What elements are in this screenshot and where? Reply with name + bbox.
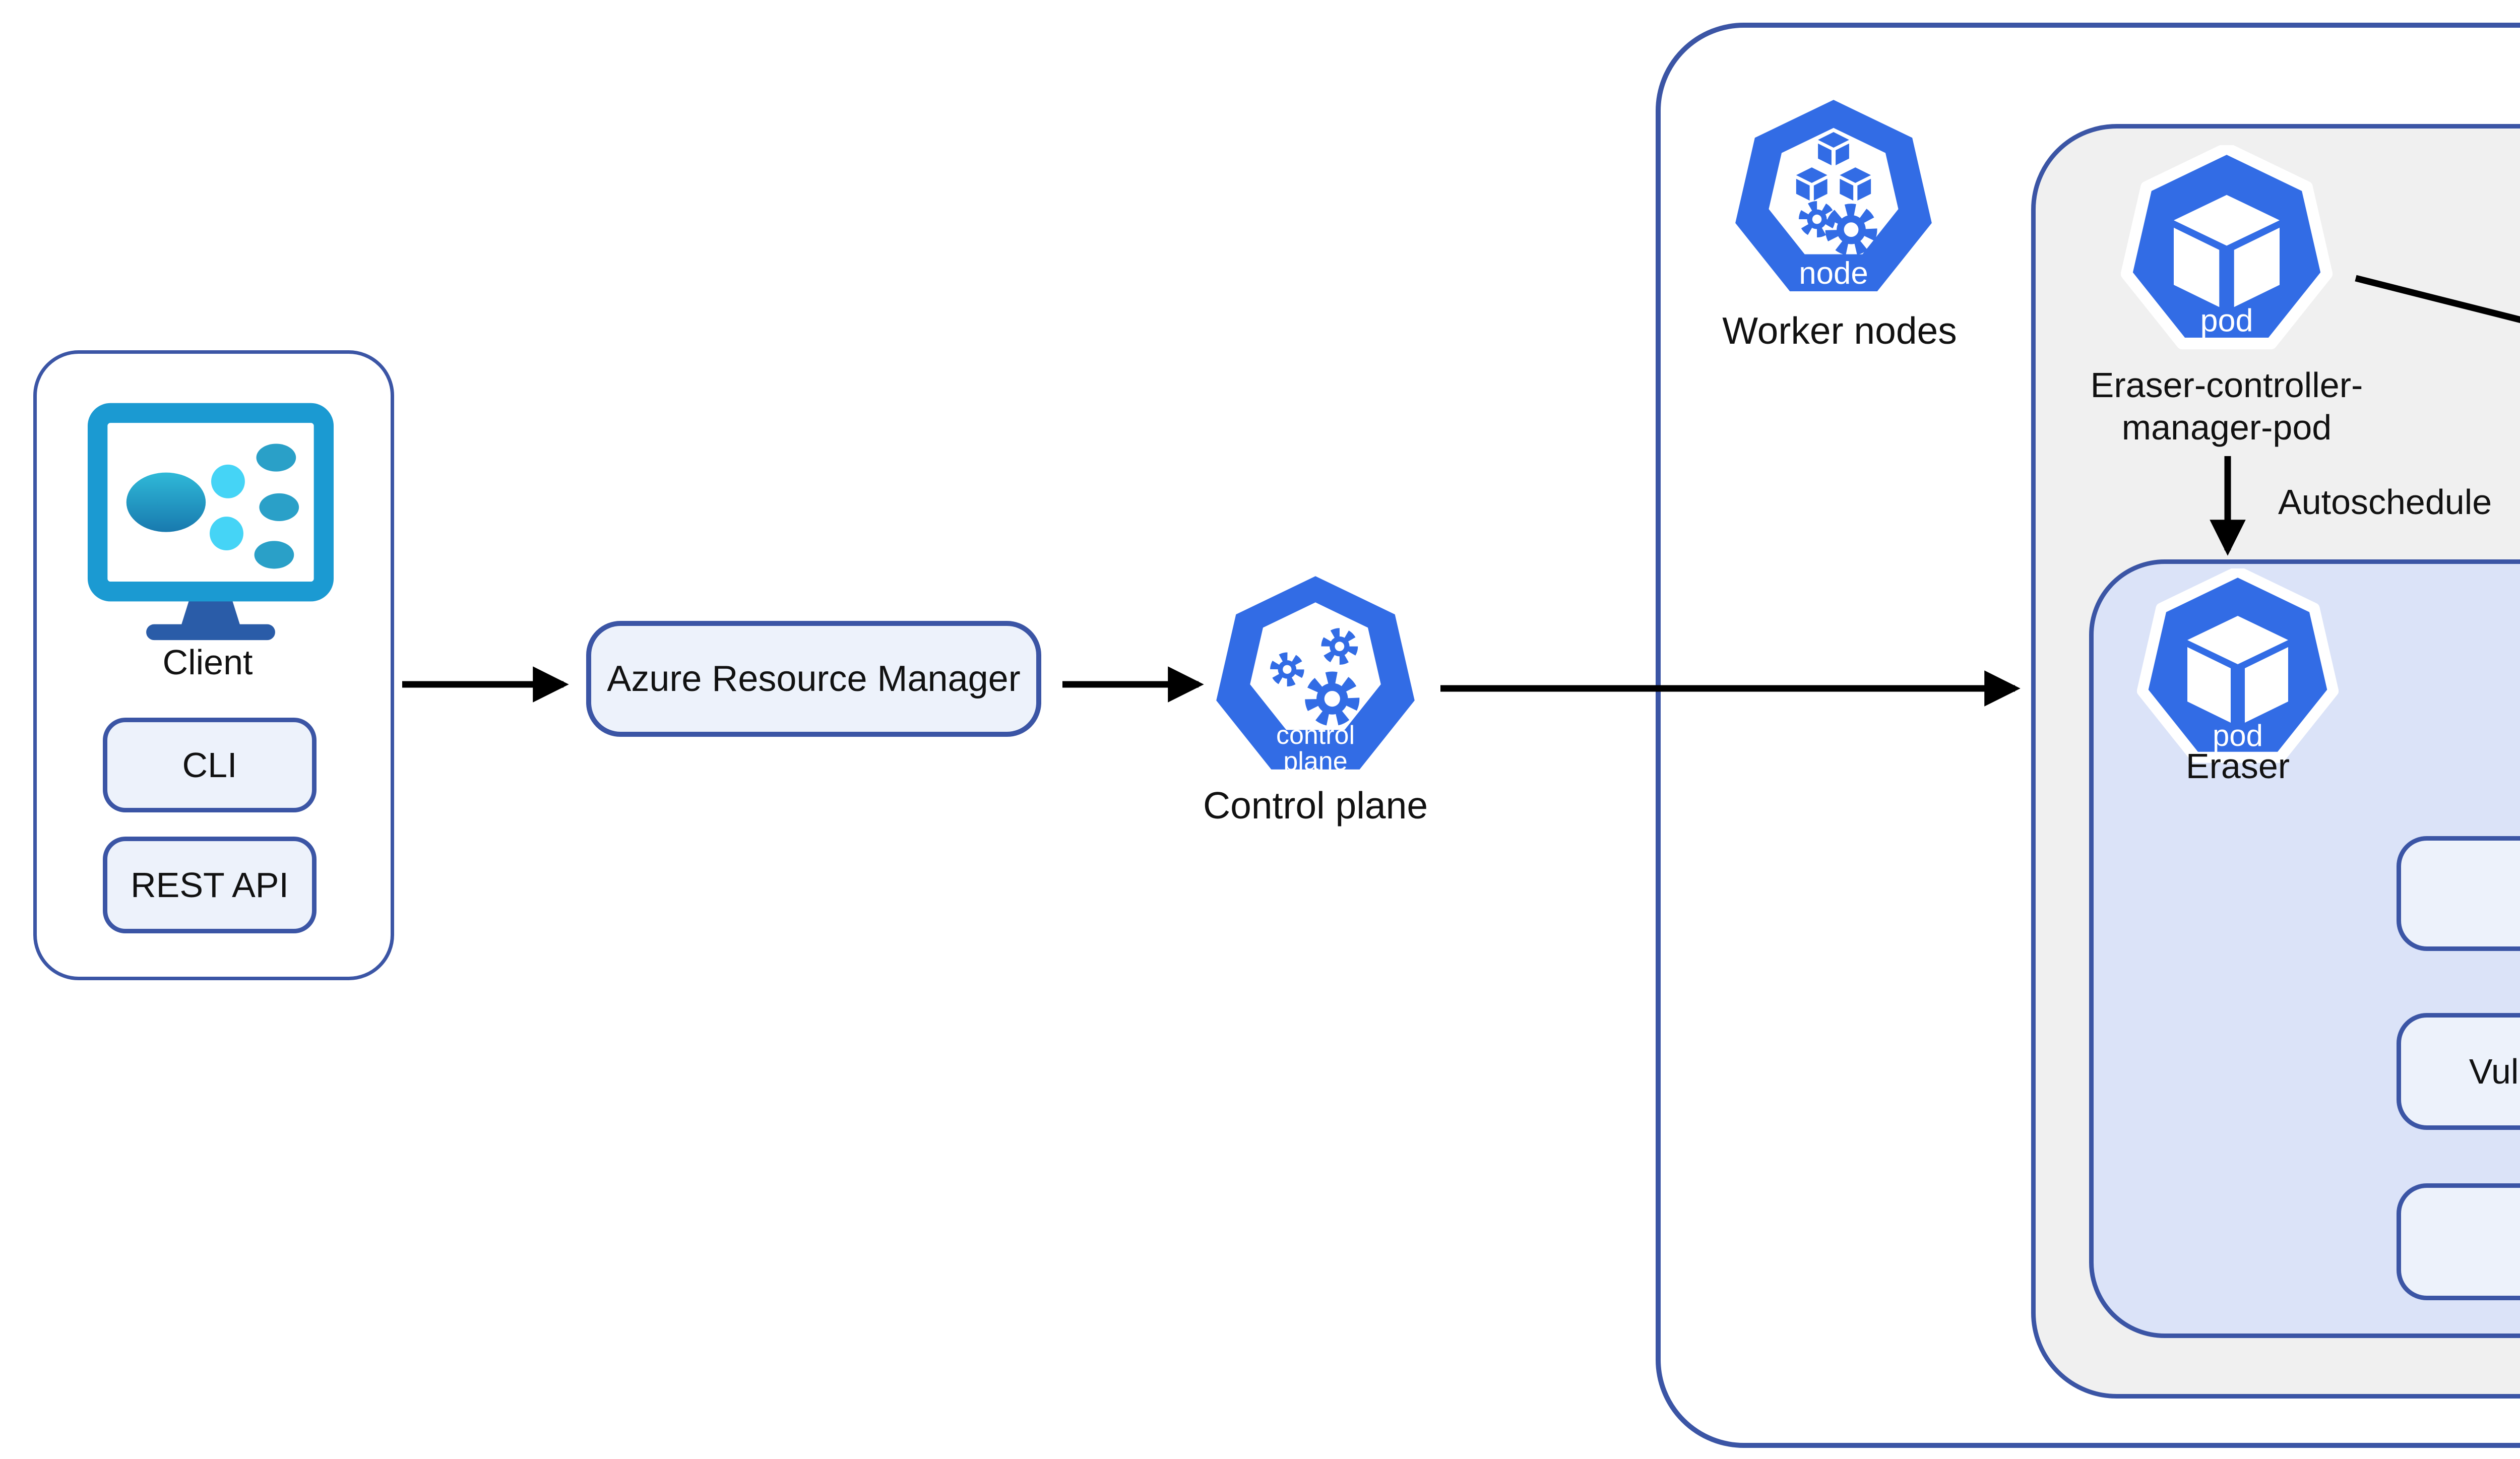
eraser-controller-label-line1: Eraser-controller- — [2090, 365, 2363, 405]
eraser-controller-manager-pod-label: Eraser-controller- manager-pod — [2050, 364, 2403, 449]
cli-button: CLI — [103, 718, 317, 812]
pod-icon-text: pod — [2213, 719, 2263, 752]
pod-cube-icon — [2174, 195, 2280, 307]
cli-button-label: CLI — [182, 745, 237, 785]
control-plane-icon: control plane — [1211, 573, 1420, 783]
node-cubes-icon — [1796, 132, 1871, 201]
azure-resource-manager-label: Azure Resource Manager — [607, 659, 1021, 699]
rest-api-button: REST API — [103, 837, 317, 933]
rest-api-button-label: REST API — [131, 865, 289, 905]
control-plane-label: Control plane — [1203, 784, 1428, 827]
eraser-pod-label: Eraser — [2185, 746, 2290, 786]
eraser-controller-label-line2: manager-pod — [2121, 408, 2332, 447]
azure-resource-manager-box: Azure Resource Manager — [586, 621, 1041, 737]
pod-icon-text: pod — [2200, 303, 2253, 339]
collector-box: Collector — [2397, 836, 2520, 951]
pod-cube-icon — [2187, 616, 2288, 723]
eraser-pod-icon: pod — [2137, 568, 2339, 770]
monitor-foot — [146, 624, 275, 641]
control-plane-icon-text-1: control — [1276, 721, 1355, 750]
worker-nodes-label: Worker nodes — [1722, 309, 1957, 352]
worker-node-icon: node — [1730, 97, 1937, 304]
node-gears-icon — [1798, 201, 1877, 256]
vulnerability-scanner-box: Vulnerability scanner — [2397, 1013, 2520, 1130]
eraser-controller-manager-pod-icon: pod — [2121, 145, 2333, 357]
node-icon-text: node — [1799, 256, 1868, 291]
client-label: Client — [162, 643, 253, 682]
vulnerability-scanner-label: Vulnerability scanner — [2469, 1052, 2520, 1091]
client-monitor-icon — [87, 397, 335, 645]
autoschedule-label: Autoschedule — [2278, 482, 2492, 522]
control-plane-icon-text-2: plane — [1283, 747, 1347, 776]
pipeline-remover-box: Remover — [2397, 1183, 2520, 1300]
